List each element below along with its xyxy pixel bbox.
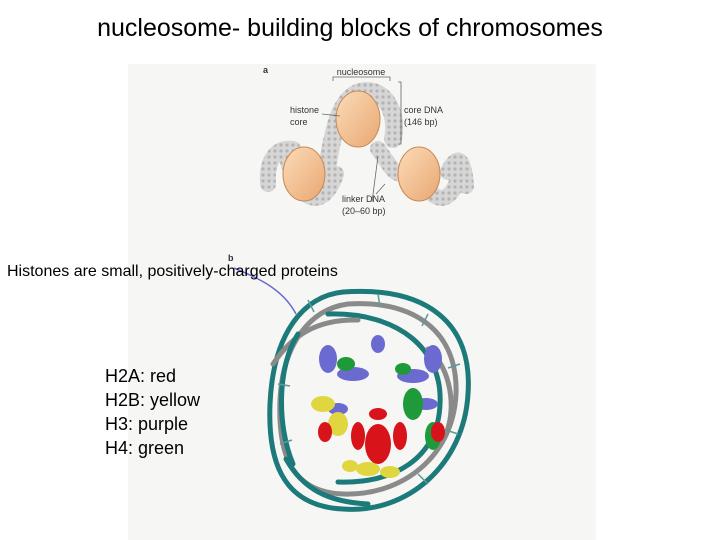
panel-a-letter: a — [263, 65, 269, 75]
legend-item-h3: H3: purple — [105, 414, 189, 434]
histone-caption: Histones are small, positively-charged p… — [7, 263, 338, 280]
legend-item-h2b: H2B: yellow — [105, 390, 201, 410]
histone-color-legend: H2A: red H2B: yellow H3: purple H4: gree… — [105, 364, 200, 460]
nucleosome-label: nucleosome — [337, 67, 386, 77]
nucleosome-bracket — [332, 76, 391, 81]
histone-core-left — [282, 146, 326, 202]
panel-b-letter: b — [228, 253, 234, 263]
histone-core-label: histone core — [290, 105, 322, 127]
slide-title: nucleosome- building blocks of chromosom… — [97, 14, 603, 42]
core-dna-label: core DNA (146 bp) — [404, 105, 445, 127]
histone-core-right — [397, 146, 441, 202]
histone-core-center — [335, 90, 381, 148]
linker-dna-label: linker DNA (20–60 bp) — [342, 194, 387, 216]
nucleosome-core-particle-model — [267, 288, 471, 512]
nucleosome-figure: a nucleosome histone core core DNA — [128, 64, 596, 540]
legend-item-h2a: H2A: red — [105, 366, 177, 386]
nucleosome-illustration: a nucleosome histone core core DNA — [228, 65, 474, 512]
legend-item-h4: H4: green — [105, 438, 185, 458]
